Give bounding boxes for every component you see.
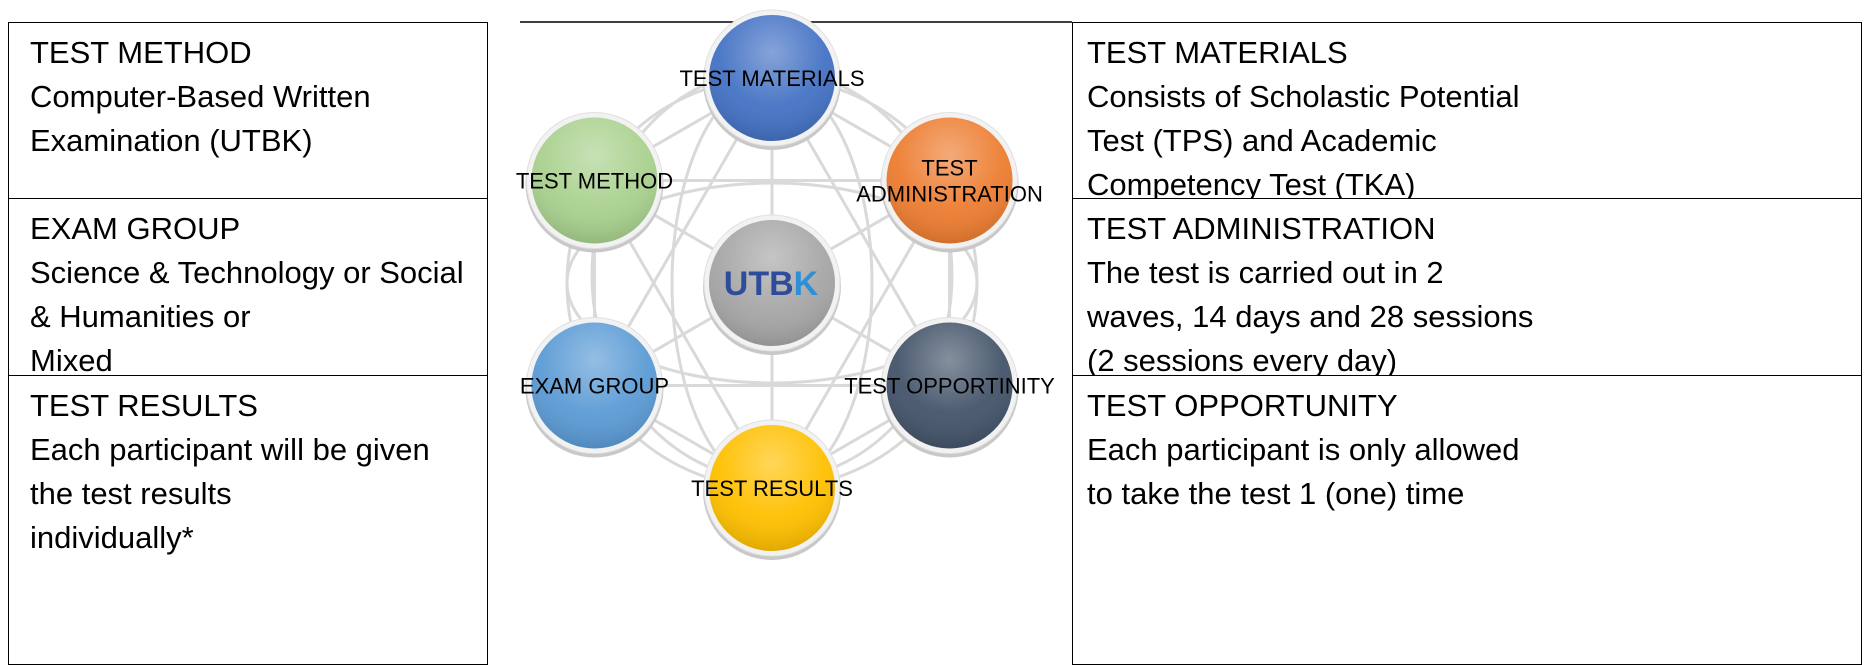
panel-test-materials: TEST MATERIALS Consists of Scholastic Po… <box>1072 22 1862 202</box>
node-label: TEST RESULTS <box>691 476 853 501</box>
diagram-node: TEST RESULTS <box>691 419 853 560</box>
panel-heading: EXAM GROUP <box>30 211 241 246</box>
diagram-node: TEST MATERIALS <box>679 9 865 150</box>
panel-test-results: TEST RESULTS Each participant will be gi… <box>8 375 488 665</box>
panel-heading: TEST RESULTS <box>30 388 258 423</box>
center-label-part: UTB <box>724 265 794 303</box>
panel-test-method: TEST METHOD Computer-Based Written Exami… <box>8 22 488 199</box>
center-label-part: K <box>794 265 819 303</box>
panel-heading: TEST MATERIALS <box>1087 35 1348 70</box>
panel-body: The test is carried out in 2 waves, 14 d… <box>1087 255 1534 378</box>
diagram-node: EXAM GROUP <box>520 317 669 458</box>
node-gloss <box>709 425 835 551</box>
panel-heading: TEST OPPORTUNITY <box>1087 388 1398 423</box>
panel-body: Each participant is only allowed to take… <box>1087 432 1520 511</box>
panel-body: Consists of Scholastic Potential Test (T… <box>1087 79 1520 202</box>
center-node: UTBK <box>703 214 841 355</box>
node-label: TEST OPPORTINITY <box>844 374 1055 399</box>
node-gloss <box>886 322 1013 449</box>
node-label: TEST <box>921 156 977 181</box>
panel-body: Each participant will be given the test … <box>30 432 430 555</box>
panel-test-opportunity: TEST OPPORTUNITY Each participant is onl… <box>1072 375 1862 665</box>
panel-body: Science & Technology or Social & Humanit… <box>30 255 464 378</box>
panel-test-administration: TEST ADMINISTRATION The test is carried … <box>1072 198 1862 378</box>
panel-exam-group: EXAM GROUP Science & Technology or Socia… <box>8 198 488 378</box>
node-gloss <box>531 117 658 244</box>
panel-heading: TEST ADMINISTRATION <box>1087 211 1436 246</box>
panel-heading: TEST METHOD <box>30 35 252 70</box>
node-label: EXAM GROUP <box>520 374 669 399</box>
diagram-node: TEST METHOD <box>516 112 673 253</box>
node-label: ADMINISTRATION <box>856 182 1043 207</box>
diagram-node: TEST OPPORTINITY <box>844 317 1055 458</box>
center-gloss <box>709 220 835 346</box>
node-label: TEST METHOD <box>516 169 673 194</box>
center-label: UTBK <box>724 265 819 303</box>
node-gloss <box>531 322 658 449</box>
panel-body: Computer-Based Written Examination (UTBK… <box>30 79 371 158</box>
node-label: TEST MATERIALS <box>679 66 864 91</box>
node-gloss <box>709 15 835 141</box>
node-gloss <box>886 117 1013 244</box>
